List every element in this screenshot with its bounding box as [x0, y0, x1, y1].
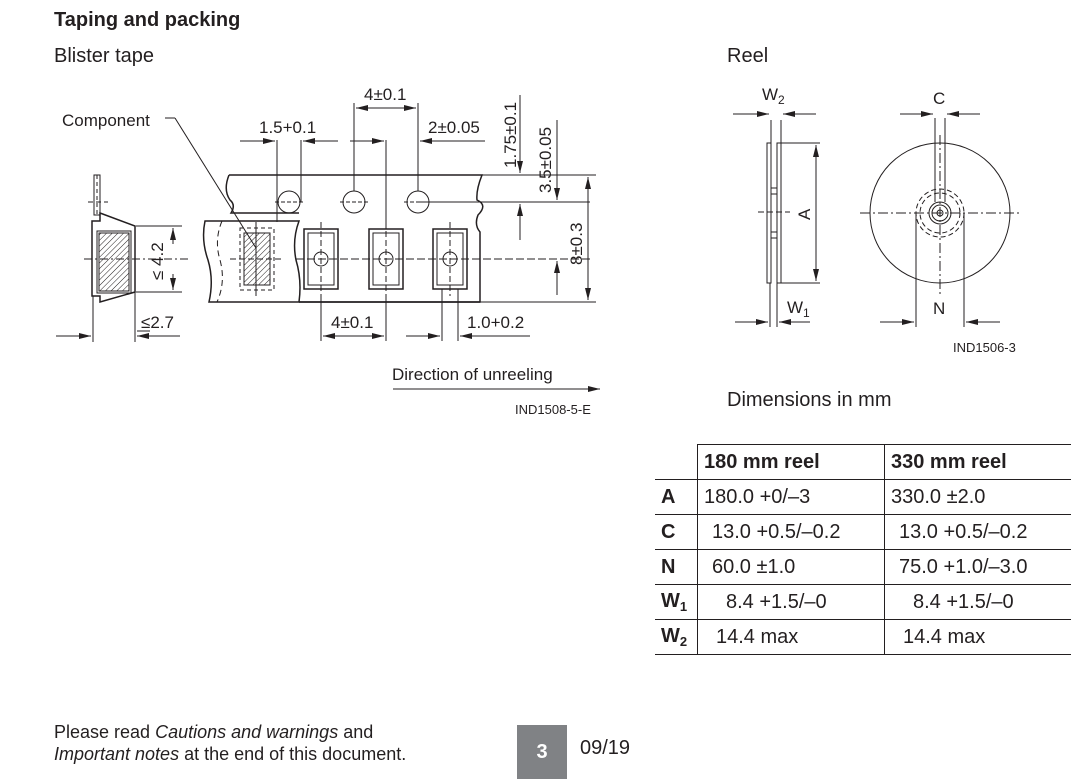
table-row: W1 8.4 +1.5/–0 8.4 +1.5/–0	[655, 584, 1071, 620]
reel-drawing-id: IND1506-3	[953, 340, 1016, 355]
label-w2: W2	[762, 85, 785, 107]
cell-180: 60.0 ±1.0	[697, 549, 885, 585]
reel-front-view	[860, 118, 1020, 327]
reel-drawing: W2 W1 A C N IND1506-3	[733, 85, 1020, 355]
direction-label: Direction of unreeling	[392, 365, 553, 384]
dim-component-height: ≤ 4.2	[148, 242, 167, 280]
footer-note: Please read Cautions and warnings and Im…	[54, 722, 407, 764]
component-side-profile	[84, 174, 190, 303]
dimensions-caption: Dimensions in mm	[727, 389, 892, 411]
reel-subtitle: Reel	[727, 45, 769, 67]
cell-180: 14.4 max	[697, 619, 885, 655]
label-w1: W1	[787, 298, 810, 320]
table-row: W2 14.4 max 14.4 max	[655, 619, 1071, 655]
section-title: Taping and packing	[54, 9, 241, 31]
dim-pocket-pitch: 4±0.1	[331, 313, 373, 332]
pockets	[296, 222, 590, 296]
dim-hole-to-pocket: 2±0.05	[428, 118, 480, 137]
dim-sprocket-pitch: 4±0.1	[364, 85, 406, 104]
blister-tape-drawing: Component 1.5+0.1 4±0.1 2±0.05 1.75±0.1 …	[56, 85, 600, 417]
dim-hole-diameter: 1.5+0.1	[259, 118, 316, 137]
cell-330: 8.4 +1.5/–0	[884, 584, 1071, 620]
blister-drawing-id: IND1508-5-E	[515, 402, 591, 417]
dim-component-depth: ≤2.7	[141, 313, 174, 332]
table-row: N 60.0 ±1.0 75.0 +1.0/–3.0	[655, 549, 1071, 585]
sprocket-holes	[275, 190, 590, 214]
cautions-link-text: Cautions and warnings	[155, 722, 339, 742]
dim-hole-row-to-pocket: 3.5±0.05	[536, 127, 555, 193]
cell-330: 14.4 max	[884, 619, 1071, 655]
cell-180: 8.4 +1.5/–0	[697, 584, 885, 620]
cell-180: 180.0 +0/–3	[697, 479, 885, 515]
dim-edge-to-hole: 1.75±0.1	[501, 102, 520, 168]
reel-side-view	[758, 120, 820, 327]
row-label: C	[655, 514, 698, 550]
document-date: 09/19	[580, 737, 631, 759]
cell-330: 75.0 +1.0/–3.0	[884, 549, 1071, 585]
header-180mm: 180 mm reel	[697, 444, 885, 480]
row-label: W2	[655, 619, 698, 655]
row-label: A	[655, 479, 698, 515]
label-a: A	[795, 208, 814, 220]
label-c: C	[933, 89, 945, 108]
component-label: Component	[62, 111, 150, 130]
cell-330: 330.0 ±2.0	[884, 479, 1071, 515]
table-corner	[655, 444, 698, 480]
table-row: C 13.0 +0.5/–0.2 13.0 +0.5/–0.2	[655, 514, 1071, 550]
cell-330: 13.0 +0.5/–0.2	[884, 514, 1071, 550]
dim-pocket-hole: 1.0+0.2	[467, 313, 524, 332]
page-number: 3	[517, 725, 567, 779]
tape-strip	[202, 174, 484, 303]
reel-dimensions-table: 180 mm reel 330 mm reel A 180.0 +0/–3 33…	[655, 444, 1071, 655]
table-row: A 180.0 +0/–3 330.0 ±2.0	[655, 479, 1071, 515]
dim-tape-width: 8±0.3	[567, 223, 586, 265]
cell-180: 13.0 +0.5/–0.2	[697, 514, 885, 550]
blister-tape-subtitle: Blister tape	[54, 45, 155, 67]
row-label: N	[655, 549, 698, 585]
label-n: N	[933, 299, 945, 318]
important-notes-text: Important notes	[54, 744, 180, 764]
header-330mm: 330 mm reel	[884, 444, 1071, 480]
row-label: W1	[655, 584, 698, 620]
table-header-row: 180 mm reel 330 mm reel	[655, 444, 1071, 480]
